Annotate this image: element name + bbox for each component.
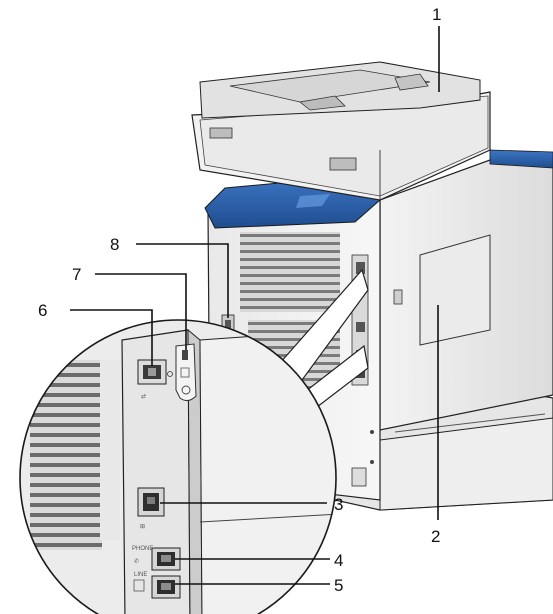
rear-vent-upper bbox=[240, 232, 340, 312]
zoom-panel: ⇄ ⊞ PHONE ✆ bbox=[19, 268, 369, 614]
line-port-label: LINE bbox=[134, 572, 147, 578]
callout-labels: 1 2 3 4 5 6 7 8 bbox=[38, 5, 441, 595]
leader-lines bbox=[70, 26, 440, 585]
side-latch bbox=[393, 289, 403, 305]
zoom-vent bbox=[30, 360, 102, 550]
network-icon: ⊞ bbox=[140, 524, 145, 530]
callout-3: 3 bbox=[334, 495, 343, 514]
leader-6 bbox=[70, 309, 153, 366]
security-slot bbox=[175, 343, 197, 402]
ethernet-port: ⊞ bbox=[137, 487, 165, 530]
callout-8: 8 bbox=[110, 235, 119, 254]
line-port: LINE bbox=[133, 572, 181, 599]
phone-icon: ✆ bbox=[134, 558, 139, 565]
phone-port: PHONE ✆ bbox=[132, 546, 181, 571]
usb-icon: ⇄ bbox=[141, 393, 146, 400]
callout-7: 7 bbox=[72, 265, 81, 284]
phone-port-label: PHONE bbox=[132, 546, 153, 552]
callout-5: 5 bbox=[334, 576, 343, 595]
leader-7 bbox=[95, 273, 187, 350]
callout-2: 2 bbox=[431, 527, 440, 546]
callout-6: 6 bbox=[38, 301, 47, 320]
line-icon bbox=[133, 579, 145, 592]
leader-8 bbox=[136, 243, 229, 318]
document-feeder bbox=[191, 61, 491, 201]
callout-1: 1 bbox=[432, 5, 441, 24]
callout-4: 4 bbox=[334, 551, 343, 570]
